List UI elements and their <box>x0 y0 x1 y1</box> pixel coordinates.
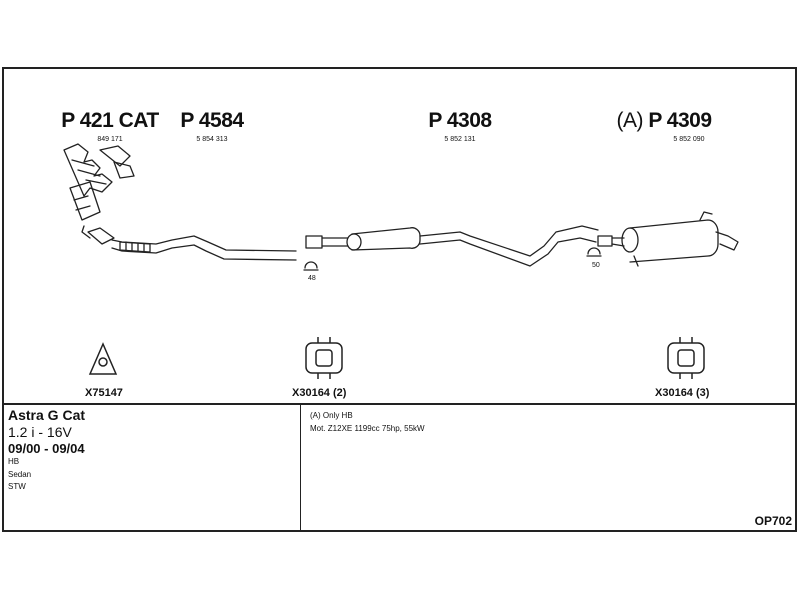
rear-silencer-drawing <box>597 211 739 267</box>
vehicle-info: Astra G Cat 1.2 i - 16V 09/00 - 09/04 HB… <box>8 407 85 493</box>
oe-number: 5 852 090 <box>673 136 705 143</box>
clamp-size-label: 48 <box>308 275 316 282</box>
accessory-hanger-label[interactable]: X30164 (2) <box>292 387 347 399</box>
note-line: (A) Only HB <box>310 411 353 420</box>
horizontal-divider <box>2 403 797 405</box>
notes: (A) Only HB Mot. Z12XE 1199cc 75hp, 55kW <box>310 410 425 436</box>
rubber-hanger-icon <box>667 337 705 379</box>
catalytic-converter-drawing <box>63 143 135 245</box>
front-pipe-drawing <box>111 235 297 261</box>
part-middle-silencer[interactable]: P 4308 5 852 131 <box>415 109 505 143</box>
clamp-drawing <box>303 247 602 271</box>
vehicle-engine: 1.2 i - 16V <box>8 423 72 440</box>
oe-number: 5 852 131 <box>444 136 476 143</box>
diagram-code: OP702 <box>754 514 792 528</box>
vehicle-model: Astra G Cat <box>8 407 86 423</box>
part-number: P 421 CAT <box>61 109 159 132</box>
oe-number: 5 854 313 <box>196 136 228 143</box>
body-type: Sedan <box>8 469 32 479</box>
triangle-gasket-icon <box>88 342 118 375</box>
clamp-size-label: 50 <box>592 262 600 269</box>
vehicle-years: 09/00 - 09/04 <box>8 440 85 456</box>
part-number: P 4308 <box>428 109 492 132</box>
part-number: (A) P 4309 <box>604 109 724 133</box>
diagram-frame <box>2 67 797 532</box>
part-cat[interactable]: P 421 CAT 849 171 <box>55 109 165 143</box>
part-number: P 4584 <box>180 109 244 132</box>
note-line: Mot. Z12XE 1199cc 75hp, 55kW <box>310 423 425 433</box>
body-type: HB <box>8 457 20 467</box>
part-front-pipe[interactable]: P 4584 5 854 313 <box>172 109 252 143</box>
accessory-hanger-label[interactable]: X30164 (3) <box>655 387 710 399</box>
body-type: STW <box>8 481 26 491</box>
vertical-divider <box>300 403 301 532</box>
accessory-gasket-label[interactable]: X75147 <box>85 387 123 399</box>
oe-number: 849 171 <box>97 136 123 143</box>
part-number-value: P 4309 <box>648 109 712 132</box>
part-variant-prefix: (A) <box>616 109 643 132</box>
middle-silencer-drawing <box>305 225 599 267</box>
vehicle-body-types: HB Sedan STW <box>8 456 85 493</box>
rubber-hanger-icon <box>305 337 343 379</box>
part-rear-silencer[interactable]: (A) P 4309 5 852 090 <box>604 109 724 143</box>
